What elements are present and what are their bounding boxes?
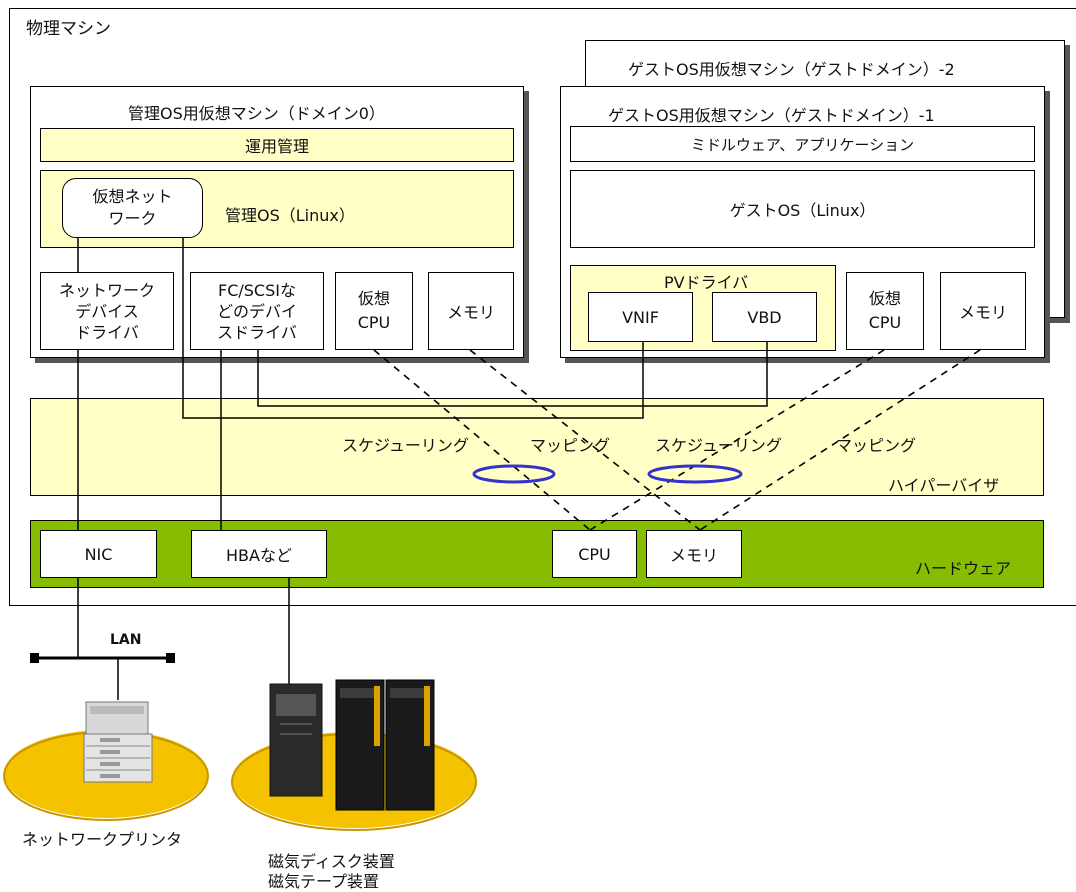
storage-driver-line3: スドライバ [217,322,297,342]
storage-driver-line2: どのデバイ [216,301,297,321]
hardware-label: ハードウェア [915,559,1012,578]
virtual-network-box: 仮想ネット ワーク [62,178,203,238]
mgmt-vcpu-box: 仮想 CPU [335,272,413,350]
storage-label-line2: 磁気テープ装置 [268,872,380,891]
virtual-network-line1: 仮想ネット [92,187,173,206]
mgmt-vcpu-line2: CPU [357,313,391,332]
storage-pad-shadow [231,733,477,831]
mgmt-vcpu-line1: 仮想 [357,289,390,308]
network-driver-line1: ネットワーク [58,280,155,300]
storage-racks-icon [269,679,435,811]
hba-box: HBAなど [191,530,327,578]
network-device-driver-box: ネットワーク デバイス ドライバ [40,272,174,350]
guest-os-box: ゲストOS（Linux） [570,170,1035,248]
middleware-box: ミドルウェア、アプリケーション [570,126,1035,162]
guest-vcpu-line1: 仮想 [868,289,901,308]
printer-pad [4,730,208,818]
mgmt-os-label: 管理OS（Linux） [225,206,355,225]
hypervisor-label: ハイパーバイザ [888,476,1000,495]
lan-end-right [166,653,175,663]
printer-label: ネットワークプリンタ [22,830,183,849]
lan-label: LAN [110,632,142,648]
mgmt-memory-box: メモリ [428,272,514,350]
printer-icon [83,701,153,783]
guest-vcpu-line2: CPU [868,313,902,332]
storage-label-line1: 磁気ディスク装置 [268,852,395,871]
ops-management-box: 運用管理 [40,128,514,162]
mgmt-vm-title: 管理OS用仮想マシン（ドメイン0） [128,104,385,123]
scheduling-label-1: スケジューリング [342,436,469,455]
guest-memory-box: メモリ [940,272,1026,350]
physical-machine-label: 物理マシン [26,19,111,39]
virtual-network-line2: ワーク [108,209,157,228]
network-driver-line3: ドライバ [75,322,139,342]
printer-pad-shadow [3,731,209,821]
guest-vm-1-title: ゲストOS用仮想マシン（ゲストドメイン）-1 [608,106,935,125]
nic-box: NIC [40,530,157,578]
pv-driver-label: PVドライバ [664,273,749,292]
vnif-box: VNIF [588,292,693,342]
storage-driver-line1: FC/SCSIな [218,280,296,300]
scheduling-label-2: スケジューリング [655,436,782,455]
hw-cpu-box: CPU [552,530,637,578]
mapping-label-2: マッピング [836,436,917,455]
guest-vm-2-title: ゲストOS用仮想マシン（ゲストドメイン）-2 [628,60,955,79]
mapping-label-1: マッピング [530,436,611,455]
vbd-box: VBD [712,292,817,342]
guest-vcpu-box: 仮想 CPU [846,272,924,350]
hw-memory-box: メモリ [646,530,742,578]
storage-device-driver-box: FC/SCSIな どのデバイ スドライバ [190,272,324,350]
lan-end-left [30,653,39,663]
network-driver-line2: デバイス [75,301,139,321]
hardware-layer [30,520,1044,588]
storage-pad [232,732,476,828]
